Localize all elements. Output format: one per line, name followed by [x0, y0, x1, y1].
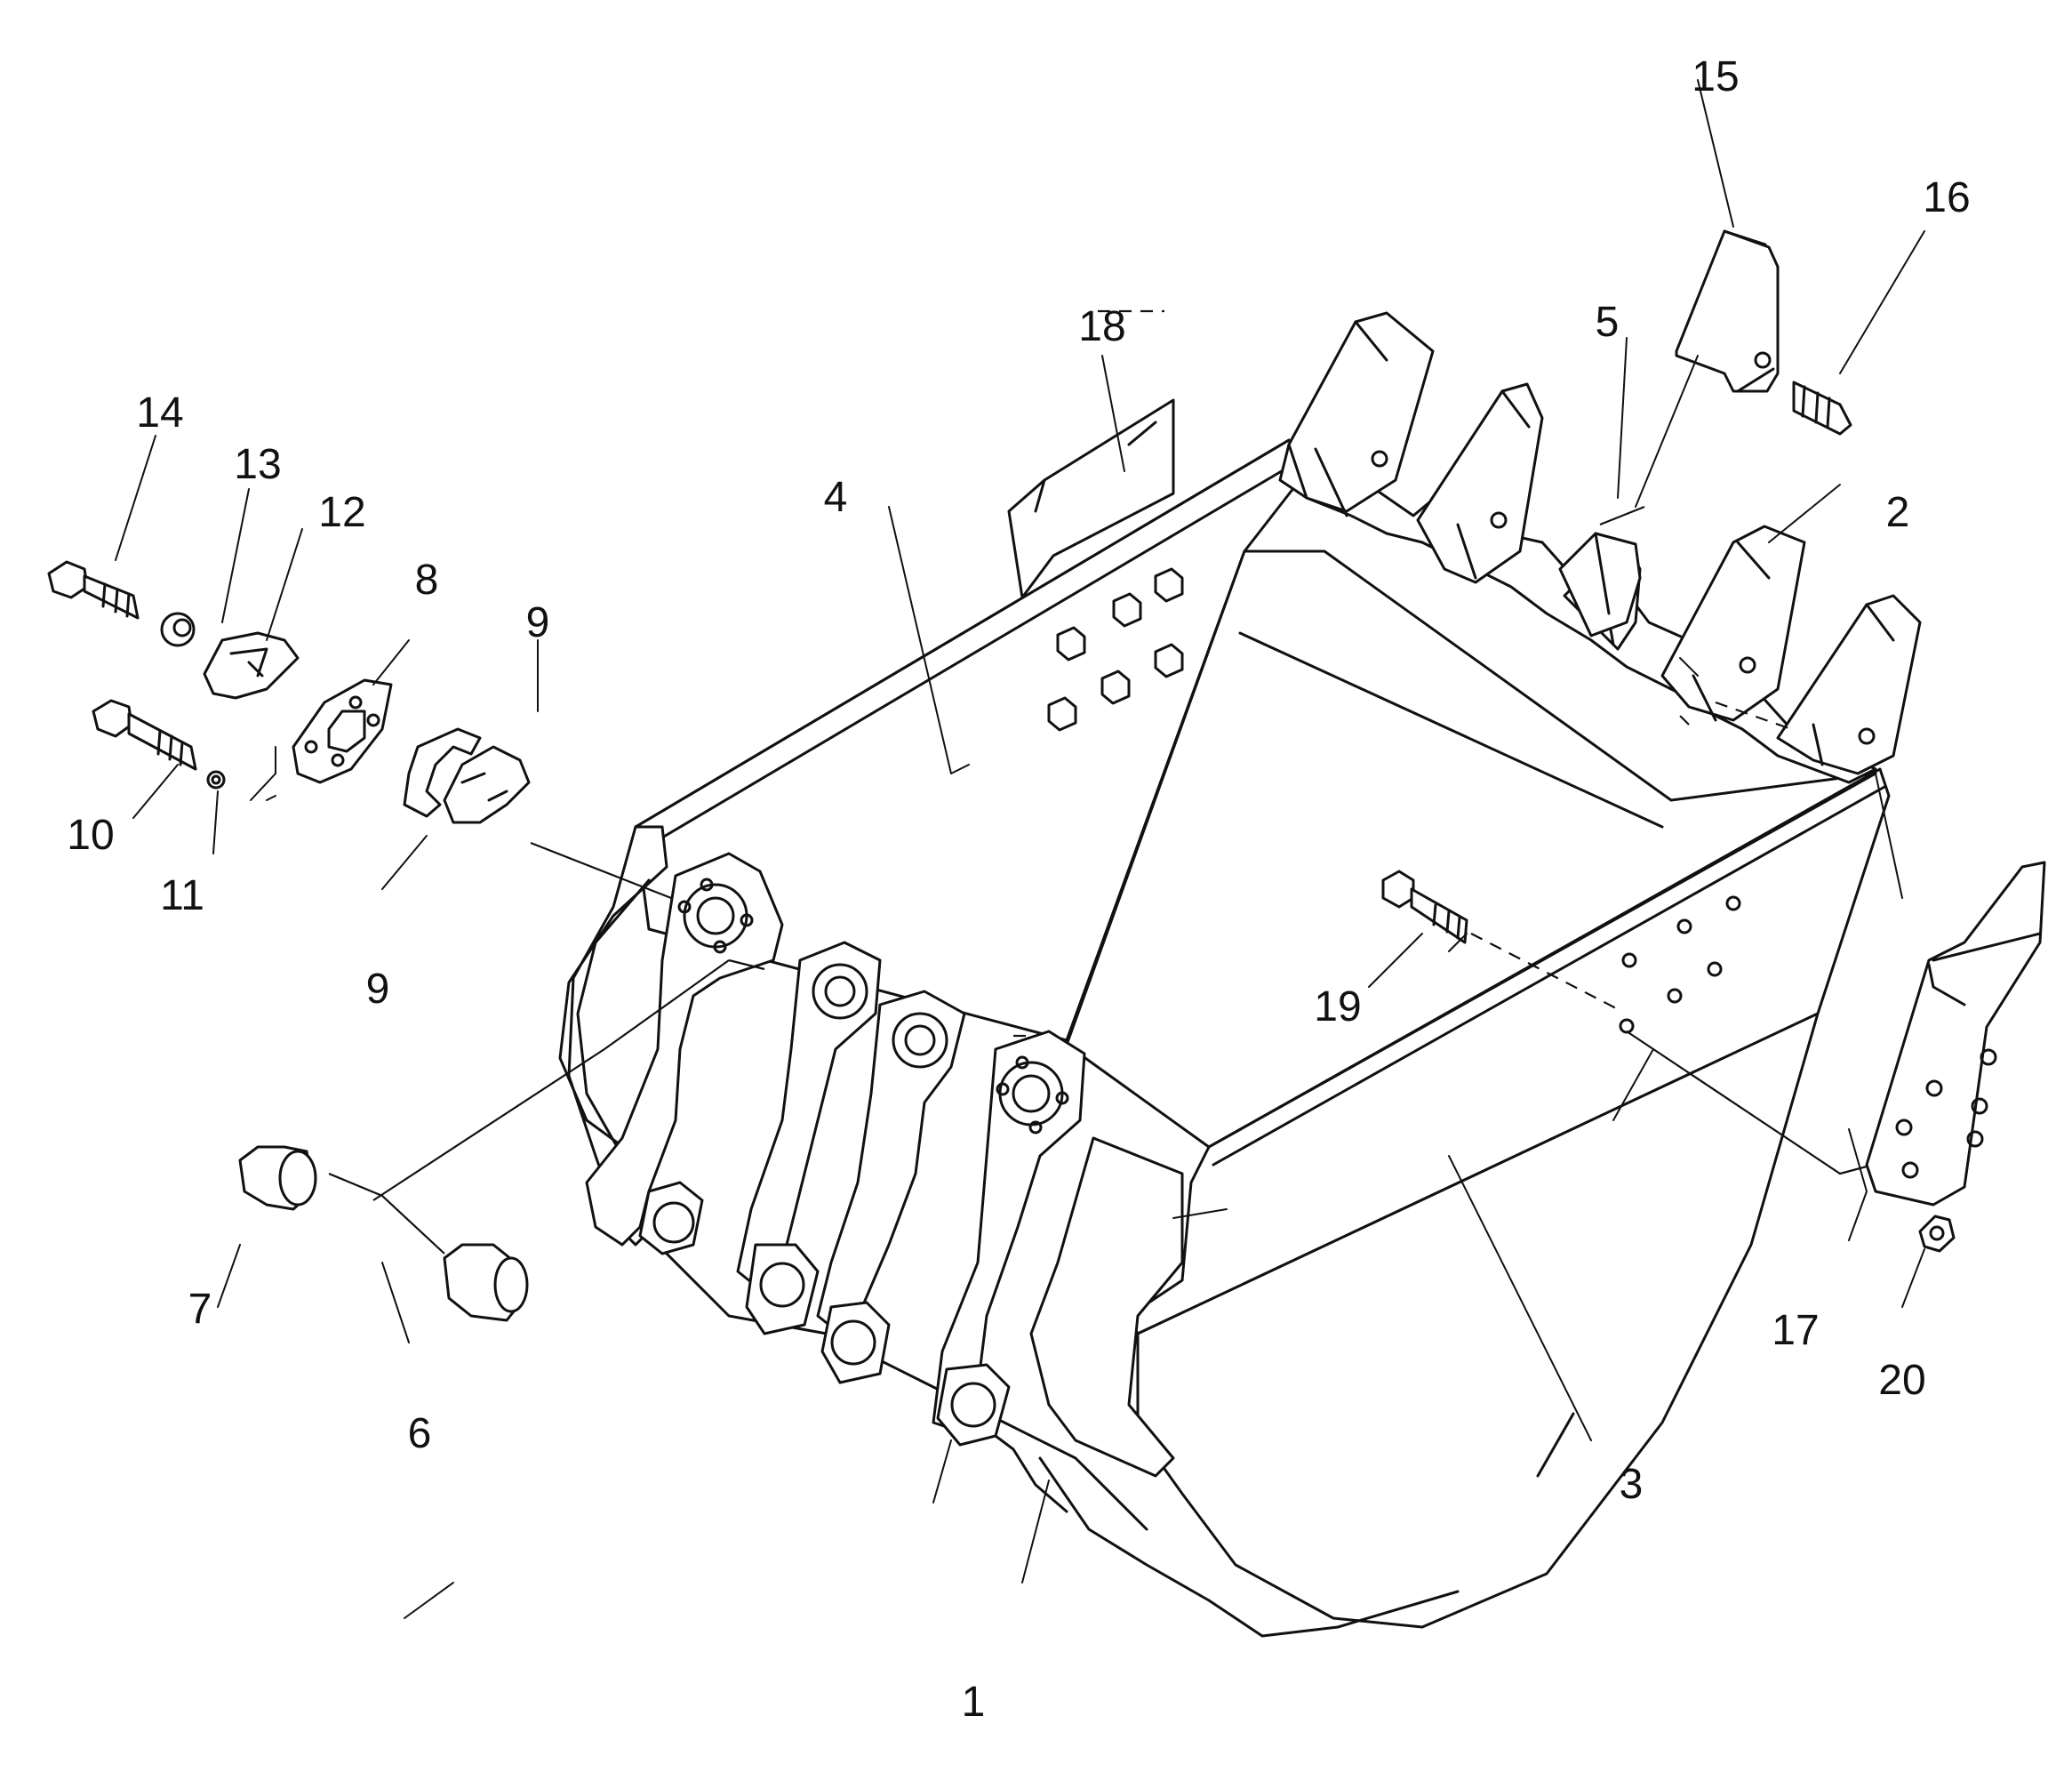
bushing-7 — [238, 1145, 317, 1211]
rear-wall-bolts — [1047, 567, 1184, 732]
washer-11 — [206, 770, 226, 790]
callout-numbers: 1 2 3 4 5 6 7 8 9 9 10 11 12 13 14 15 16… — [67, 53, 1970, 1726]
callout-leaders — [115, 79, 1925, 1619]
callout-9a: 9 — [526, 599, 550, 646]
bucket-body — [558, 438, 1891, 1638]
callout-9b: 9 — [366, 966, 390, 1013]
lock-12 — [203, 631, 300, 700]
plate-8 — [292, 678, 393, 784]
callout-17: 17 — [1772, 1307, 1819, 1354]
callout-13: 13 — [234, 441, 281, 488]
bolt-10 — [92, 699, 197, 771]
side-protector-18 — [1007, 398, 1175, 599]
callout-4: 4 — [824, 474, 848, 521]
cutting-edge-with-teeth — [1278, 229, 1922, 784]
callout-14: 14 — [136, 389, 183, 437]
callout-6: 6 — [408, 1410, 432, 1457]
bolt-19 — [1381, 870, 1468, 944]
callout-12: 12 — [318, 489, 365, 536]
callout-8: 8 — [415, 557, 439, 604]
callout-11: 11 — [160, 872, 204, 919]
callout-1: 1 — [962, 1679, 986, 1726]
callout-2: 2 — [1886, 489, 1910, 536]
callout-5: 5 — [1596, 299, 1620, 346]
side-shroud-17 — [1865, 861, 2046, 1207]
callout-16: 16 — [1923, 174, 1970, 221]
nut-20 — [1918, 1215, 1956, 1253]
callout-7: 7 — [188, 1286, 212, 1333]
shim-9 — [403, 727, 531, 824]
callout-20: 20 — [1878, 1357, 1925, 1404]
bushing-6 — [443, 1243, 529, 1322]
callout-19: 19 — [1314, 983, 1361, 1030]
hinge-brackets — [585, 852, 1086, 1447]
collar-13 — [160, 612, 196, 647]
callout-10: 10 — [67, 812, 114, 859]
bolt-14 — [47, 560, 140, 620]
callout-3: 3 — [1620, 1461, 1644, 1508]
callout-18: 18 — [1078, 303, 1125, 350]
leader-lines — [250, 309, 1868, 1255]
callout-15: 15 — [1692, 53, 1739, 100]
